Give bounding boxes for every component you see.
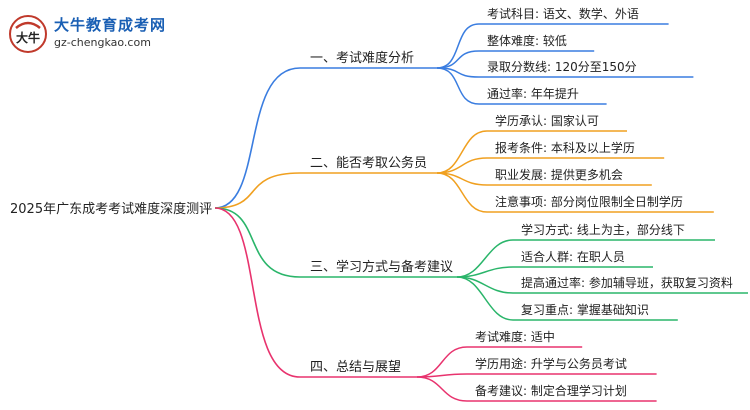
branch-connector-1 xyxy=(214,67,437,209)
leaf-label-2-1: 学历承认: 国家认可 xyxy=(495,113,599,128)
leaf-connector-1-3 xyxy=(436,67,694,78)
branch-label-2: 二、能否考取公务员 xyxy=(310,155,427,171)
leaf-label-3-3: 提高通过率: 参加辅导班，获取复习资料 xyxy=(521,275,733,290)
leaf-label-1-1: 考试科目: 语文、数学、外语 xyxy=(487,6,639,21)
leaf-connector-3-4 xyxy=(456,276,678,321)
leaf-label-4-2: 学历用途: 升学与公务员考试 xyxy=(475,356,627,371)
leaf-label-2-2: 报考条件: 本科及以上学历 xyxy=(495,140,635,155)
leaf-label-3-1: 学习方式: 线上为主，部分线下 xyxy=(521,222,685,237)
branch-connector-4 xyxy=(214,207,417,378)
leaf-connector-4-3 xyxy=(416,376,657,402)
leaf-label-4-3: 备考建议: 制定合理学习计划 xyxy=(475,383,627,398)
leaf-label-1-3: 录取分数线: 120分至150分 xyxy=(487,59,637,74)
leaf-label-2-4: 注意事项: 部分岗位限制全日制学历 xyxy=(495,194,683,209)
leaf-connector-3-3 xyxy=(456,276,748,294)
leaf-label-2-3: 职业发展: 提供更多机会 xyxy=(495,167,623,182)
leaf-connector-2-3 xyxy=(436,172,652,186)
leaf-label-3-2: 适合人群: 在职人员 xyxy=(521,249,625,264)
leaf-label-1-4: 通过率: 年年提升 xyxy=(487,86,579,101)
leaf-connector-2-4 xyxy=(436,172,714,213)
logo-url: gz-chengkao.com xyxy=(54,36,151,49)
leaf-connector-3-1 xyxy=(456,239,715,278)
leaf-connector-2-2 xyxy=(436,157,665,174)
leaf-label-4-1: 考试难度: 适中 xyxy=(475,329,555,344)
logo-mark-icon: 大牛 xyxy=(9,15,47,53)
leaf-connector-2-1 xyxy=(436,130,627,174)
site-logo[interactable]: 大牛 大牛教育成考网 gz-chengkao.com xyxy=(8,12,208,56)
branch-connector-3 xyxy=(214,207,457,278)
leaf-label-3-4: 复习重点: 掌握基础知识 xyxy=(521,302,649,317)
leaf-connector-4-2 xyxy=(416,373,657,378)
branch-connector-2 xyxy=(214,172,437,209)
leaf-connector-1-1 xyxy=(436,23,669,69)
leaf-connector-3-2 xyxy=(456,266,653,278)
logo-title: 大牛教育成考网 xyxy=(54,16,167,34)
root-node: 2025年广东成考考试难度深度测评 xyxy=(10,201,212,217)
branch-label-4: 四、总结与展望 xyxy=(310,359,401,375)
leaf-connector-1-4 xyxy=(436,67,607,105)
leaf-label-1-2: 整体难度: 较低 xyxy=(487,33,567,48)
leaf-connector-1-2 xyxy=(436,50,595,69)
leaf-connector-4-1 xyxy=(416,346,583,378)
logo-mark-text: 大牛 xyxy=(16,30,40,45)
branch-label-1: 一、考试难度分析 xyxy=(310,50,414,66)
branch-label-3: 三、学习方式与备考建议 xyxy=(310,259,453,275)
